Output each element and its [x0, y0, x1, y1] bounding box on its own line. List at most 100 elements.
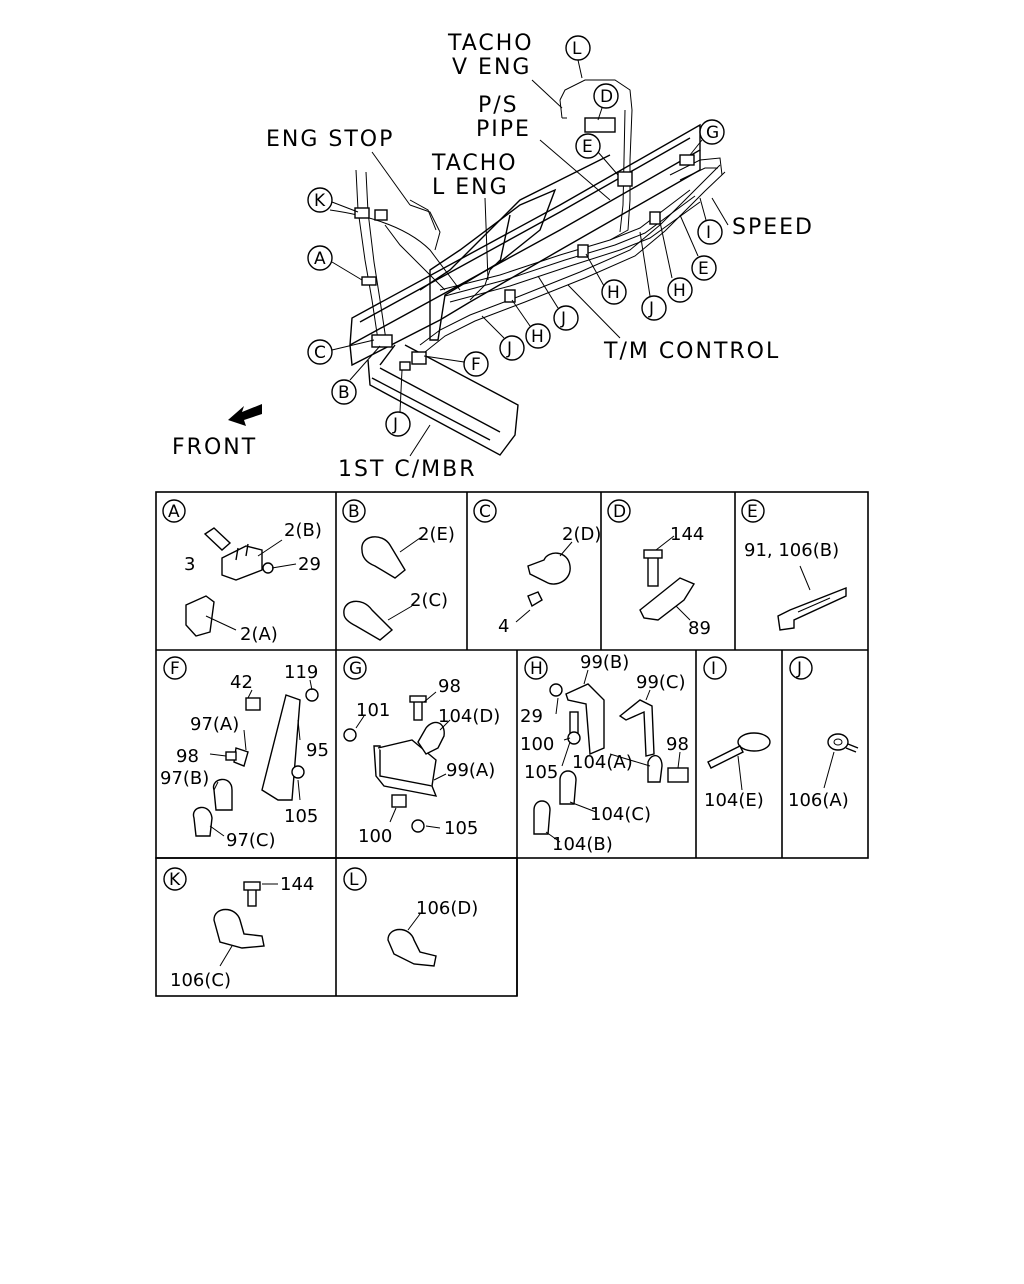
svg-text:J: J	[392, 415, 398, 435]
callout-J-right: J	[639, 231, 667, 321]
label-tacho-l-eng-2: L ENG	[432, 175, 509, 200]
svg-text:H: H	[607, 283, 620, 303]
panel-E: E 91, 106(B)	[741, 499, 847, 631]
part-2A: 2(A)	[240, 624, 278, 645]
part-100-h: 100	[520, 734, 554, 755]
svg-text:A: A	[168, 502, 180, 522]
callout-J-bottom: J	[385, 369, 411, 437]
svg-text:E: E	[698, 259, 709, 279]
label-tacho-v-eng-2: V ENG	[452, 55, 531, 80]
overview-callouts: L D G E K A I E H H J J H J C F B J	[307, 35, 725, 437]
svg-text:B: B	[338, 383, 350, 403]
panel-J: J 106(A)	[788, 656, 859, 811]
svg-text:C: C	[314, 343, 326, 363]
first-crossmember	[367, 344, 519, 456]
part-97B: 97(B)	[160, 768, 209, 789]
part-104A: 104(A)	[572, 752, 633, 773]
callout-H-mid: H	[585, 253, 627, 305]
panel-C: C 2(D) 4	[473, 499, 601, 637]
panel-F: F 42 119 97(A) 95 98 97(B) 105 97(C)	[160, 656, 329, 851]
svg-text:G: G	[706, 123, 719, 143]
part-100: 100	[358, 826, 392, 847]
part-144-k: 144	[280, 874, 314, 895]
part-104B: 104(B)	[552, 834, 613, 855]
label-leaders	[371, 79, 729, 457]
svg-text:K: K	[314, 191, 326, 211]
label-tm-control: T/M CONTROL	[603, 339, 780, 364]
part-4: 4	[498, 616, 509, 637]
panel-I: I 104(E)	[703, 656, 771, 811]
detail-grid	[155, 491, 869, 997]
callout-H-right: H	[659, 221, 693, 303]
overview-diagram: TACHO V ENG P/S PIPE ENG STOP TACHO L EN…	[172, 31, 814, 482]
svg-text:C: C	[479, 502, 491, 522]
cable-clips	[354, 117, 695, 371]
label-tacho-v-eng-1: TACHO	[447, 31, 534, 56]
part-2D: 2(D)	[562, 524, 601, 545]
panel-G: G 98 101 104(D) 99(A) 100 105	[343, 656, 500, 847]
callout-L: L	[565, 35, 591, 79]
label-ps-pipe-2: PIPE	[476, 117, 531, 142]
part-95: 95	[306, 740, 329, 761]
part-144: 144	[670, 524, 704, 545]
part-99B: 99(B)	[580, 652, 629, 673]
label-tacho-l-eng-1: TACHO	[431, 151, 518, 176]
part-99A: 99(A)	[446, 760, 495, 781]
callout-J-mid: J	[537, 275, 579, 331]
part-91-106B: 91, 106(B)	[744, 540, 839, 561]
part-104D: 104(D)	[438, 706, 500, 727]
part-104E: 104(E)	[704, 790, 764, 811]
part-98-g: 98	[438, 676, 461, 697]
panel-L: L 106(D)	[343, 867, 478, 967]
svg-text:B: B	[348, 502, 360, 522]
svg-text:J: J	[796, 659, 802, 679]
part-99C: 99(C)	[636, 672, 686, 693]
callout-I: I	[697, 197, 723, 245]
svg-text:K: K	[169, 870, 181, 890]
label-eng-stop: ENG STOP	[266, 127, 394, 152]
part-101: 101	[356, 700, 390, 721]
part-97C: 97(C)	[226, 830, 276, 851]
callout-C: C	[307, 339, 375, 365]
callout-K: K	[307, 187, 359, 213]
part-105-h: 105	[524, 762, 558, 783]
panel-A: A 2(B) 3 29 2(A)	[162, 499, 322, 645]
svg-text:F: F	[170, 659, 180, 679]
svg-text:H: H	[673, 281, 686, 301]
part-29-h: 29	[520, 706, 543, 727]
svg-text:D: D	[600, 87, 613, 107]
svg-text:A: A	[314, 249, 326, 269]
part-42: 42	[230, 672, 253, 693]
callout-E-right: E	[679, 214, 717, 281]
part-2C: 2(C)	[410, 590, 448, 611]
part-2B: 2(B)	[284, 520, 322, 541]
part-106D: 106(D)	[416, 898, 478, 919]
part-119: 119	[284, 662, 318, 683]
part-3: 3	[184, 554, 195, 575]
engine-bracket	[429, 188, 557, 341]
callout-G: G	[689, 119, 725, 156]
callout-H-left: H	[511, 299, 551, 349]
part-2E: 2(E)	[418, 524, 455, 545]
callout-F: F	[423, 351, 489, 377]
label-speed: SPEED	[732, 215, 814, 240]
svg-text:J: J	[560, 309, 566, 329]
svg-text:D: D	[613, 502, 626, 522]
svg-text:I: I	[711, 659, 716, 679]
svg-text:E: E	[747, 502, 758, 522]
svg-text:H: H	[530, 659, 543, 679]
part-97A: 97(A)	[190, 714, 239, 735]
label-first-cmbr: 1ST C/MBR	[338, 457, 477, 482]
overview-labels: TACHO V ENG P/S PIPE ENG STOP TACHO L EN…	[172, 31, 814, 482]
panel-K: K 144 106(C)	[163, 867, 314, 991]
part-98-h: 98	[666, 734, 689, 755]
part-98: 98	[176, 746, 199, 767]
panel-D: D 144 89	[607, 499, 711, 639]
svg-text:L: L	[349, 870, 359, 890]
part-29: 29	[298, 554, 321, 575]
callout-J-left: J	[481, 315, 525, 361]
part-105: 105	[284, 806, 318, 827]
svg-text:F: F	[471, 355, 481, 375]
part-104C: 104(C)	[590, 804, 651, 825]
